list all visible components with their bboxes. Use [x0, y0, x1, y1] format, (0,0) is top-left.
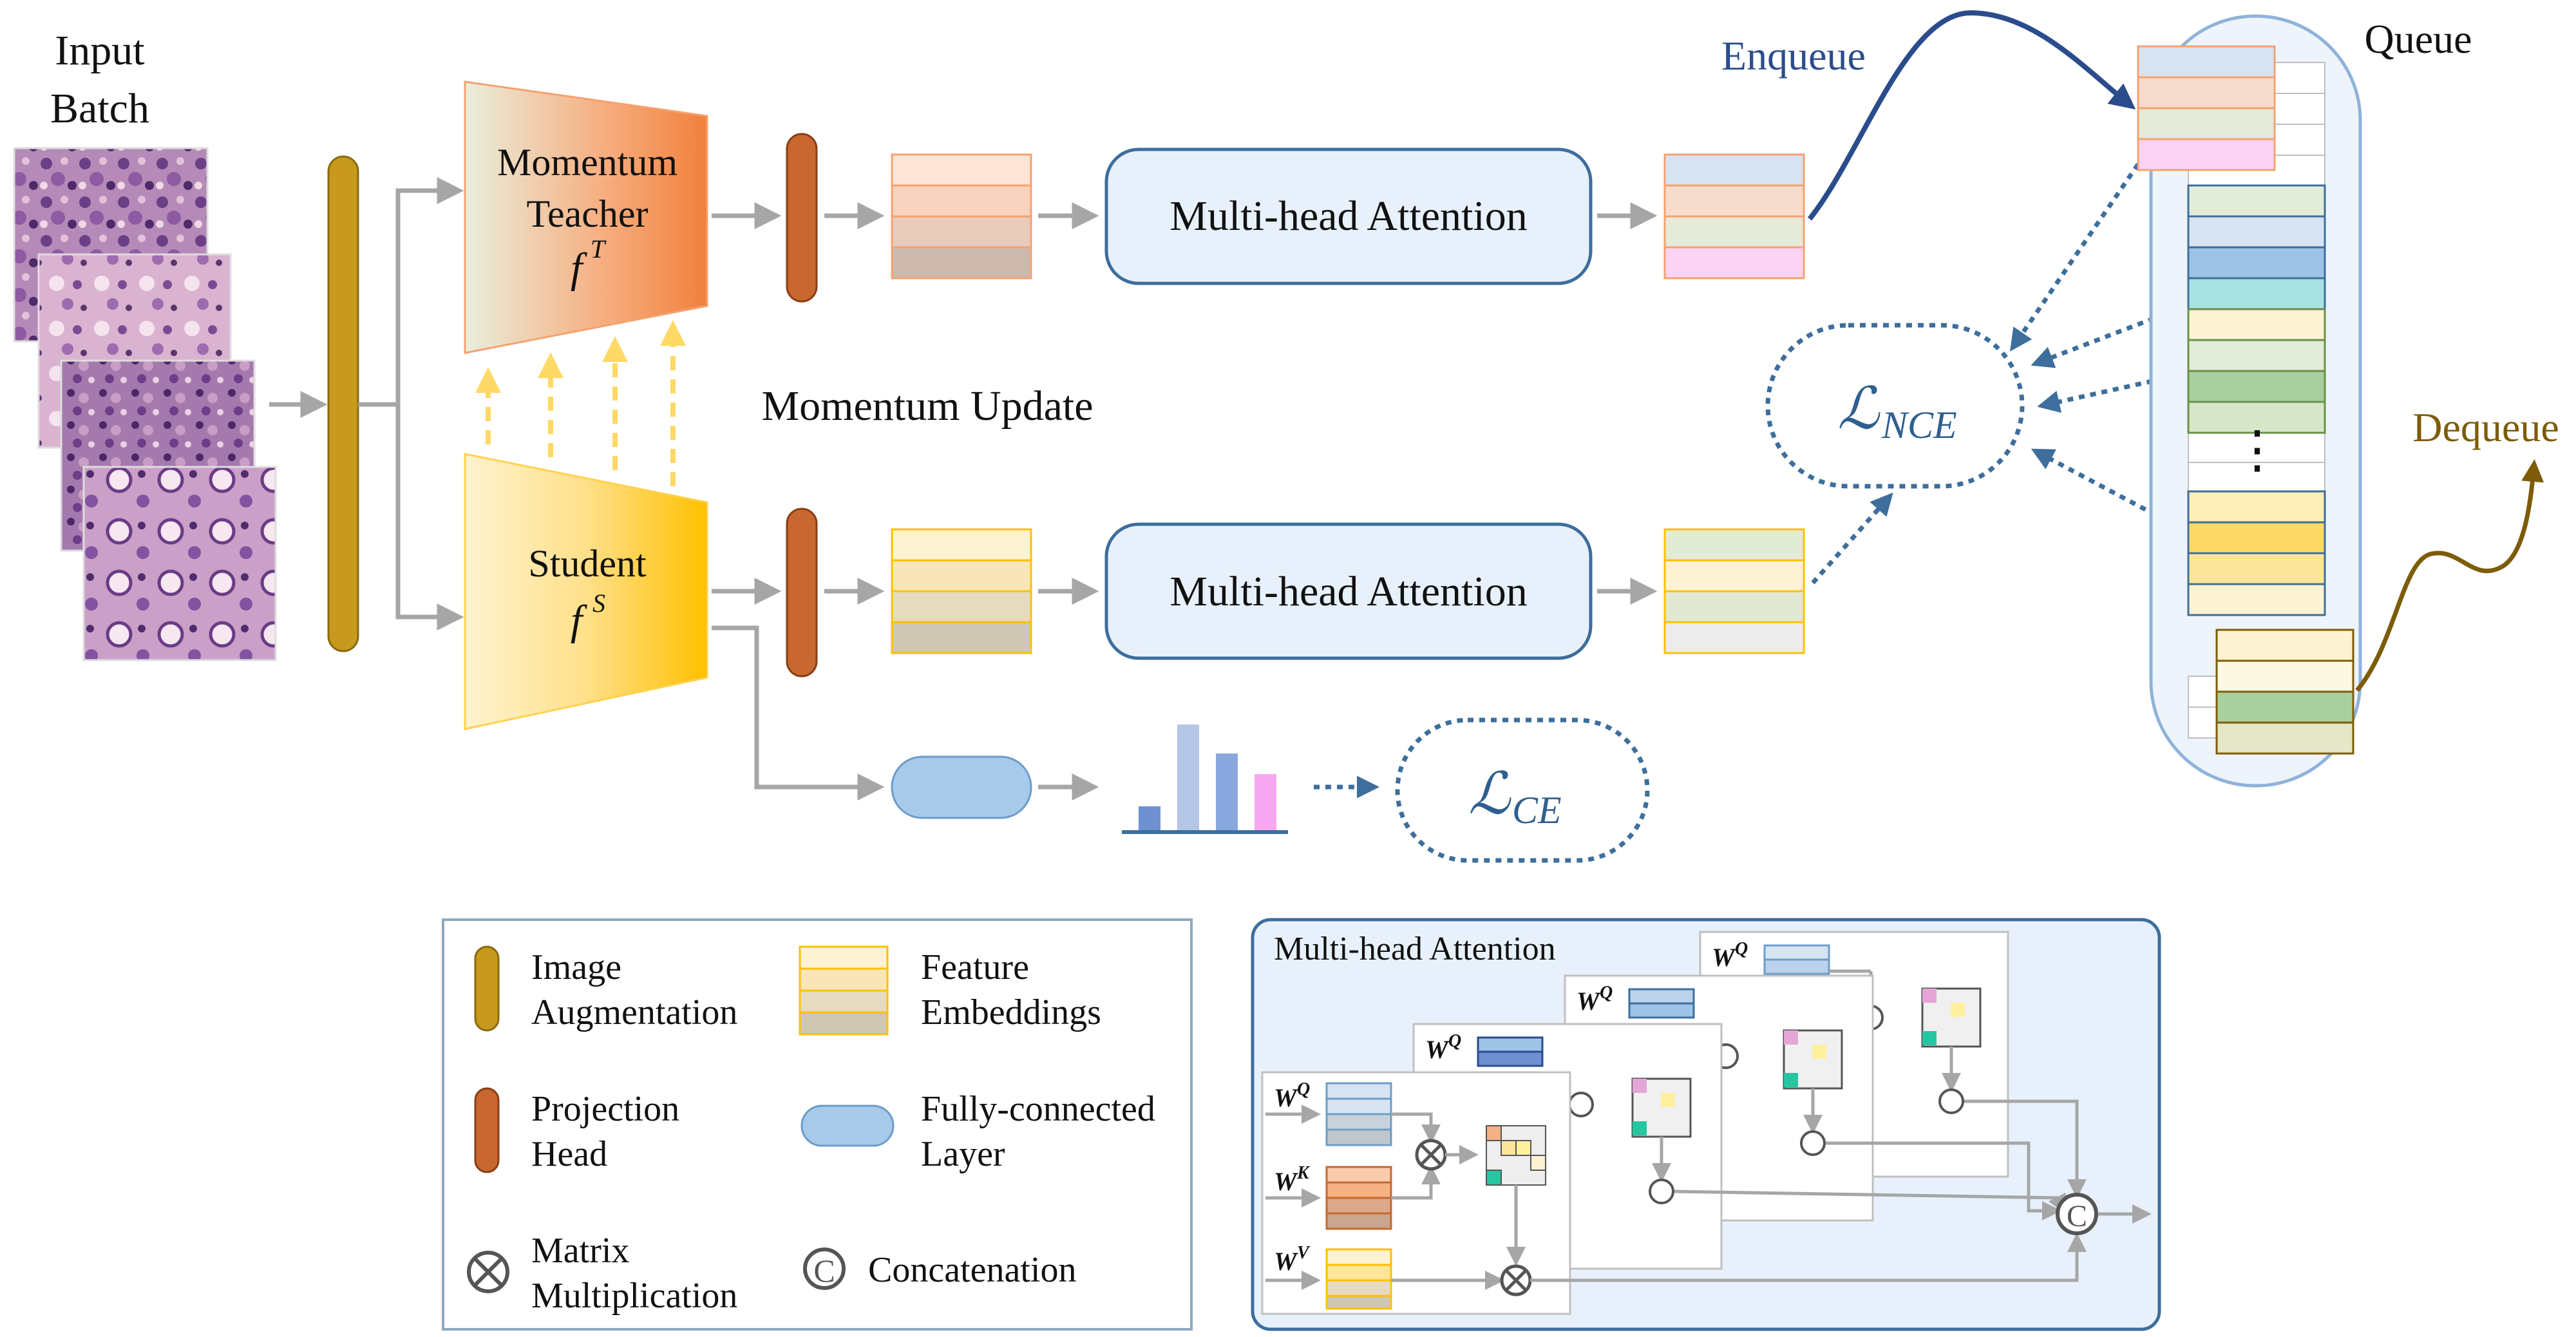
- mha-head4-to-concat: [1964, 1099, 2087, 1199]
- legend-feature-embeddings-icon: [799, 945, 889, 1036]
- mha-head1-to-concat: [1530, 1233, 2087, 1282]
- mha-wv-label: W: [1274, 1247, 1298, 1276]
- fully-connected-layer: [891, 755, 1032, 819]
- queue-entry-1: [2187, 184, 2326, 310]
- student-projection-head: [786, 507, 818, 678]
- teacher-feature-embeddings: [891, 153, 1032, 280]
- legend-projection-icon: [474, 1087, 500, 1173]
- input-batch-label-line2: Batch: [50, 85, 149, 132]
- student-encoder: [464, 453, 708, 730]
- teacher-projection-head: [786, 133, 818, 303]
- mha-wk-label: W: [1274, 1167, 1298, 1196]
- arrow-aug-to-student: [395, 404, 464, 631]
- tissue-image-4: [82, 466, 277, 661]
- dequeue-label: Dequeue: [2412, 404, 2559, 450]
- mha-concat-node: C: [2056, 1193, 2098, 1235]
- mha-head-1: W Q W K W V: [1261, 1071, 1571, 1315]
- legend-projection-line1: Projection: [531, 1089, 679, 1129]
- legend-concat-icon: C: [803, 1247, 846, 1290]
- legend-fc-line1: Fully-connected: [921, 1089, 1155, 1129]
- arrow-student-to-fc: [712, 625, 885, 801]
- arrow-student-to-nce: [1811, 492, 1893, 585]
- mha-qk-mult-icon: [1415, 1139, 1447, 1171]
- enqueue-label: Enqueue: [1721, 33, 1866, 79]
- logit-bar-1: [1139, 806, 1160, 832]
- input-image-stack: [13, 147, 277, 661]
- mha-block-bottom: [1104, 522, 1593, 660]
- mha-attention-matrix: [1486, 1125, 1546, 1186]
- momentum-update-label: Momentum Update: [761, 383, 1093, 430]
- loss-nce-subscript: NCE: [1881, 404, 1957, 446]
- legend-matrix-mult-icon: [467, 1251, 509, 1293]
- mha-head3-to-concat: [1826, 1141, 2061, 1220]
- legend-feature-line2: Embeddings: [921, 992, 1101, 1032]
- svg-text:Q: Q: [1448, 1031, 1461, 1051]
- legend-fc-icon: [800, 1105, 895, 1147]
- legend-projection-line2: Head: [531, 1134, 607, 1174]
- svg-text:W: W: [1425, 1035, 1450, 1064]
- student-symbol-sup: S: [592, 589, 605, 618]
- svg-text:Q: Q: [1735, 939, 1748, 959]
- legend-fc-line2: Layer: [921, 1134, 1005, 1174]
- arrow-aug-to-teacher: [358, 177, 464, 407]
- loss-nce-node: [1765, 323, 2025, 489]
- momentum-update-arrows: [475, 320, 686, 486]
- legend-matrix-line2: Multiplication: [531, 1276, 737, 1316]
- queue-slots: [2188, 62, 2325, 739]
- svg-text:Q: Q: [1600, 983, 1613, 1003]
- student-feature-embeddings: [891, 528, 1032, 654]
- mha-detail-title: Multi-head Attention: [1274, 931, 1556, 967]
- dequeue-arrow: [2355, 459, 2544, 692]
- teacher-symbol-sup: T: [591, 234, 607, 263]
- logit-bar-4: [1255, 774, 1276, 832]
- logit-bar-3: [1216, 754, 1238, 832]
- loss-nce-symbol: ℒ: [1837, 377, 1880, 441]
- mha-av-mult-icon: [1500, 1264, 1532, 1296]
- svg-text:W: W: [1712, 943, 1736, 972]
- teacher-output-embeddings: [1663, 153, 1805, 280]
- legend-matrix-line1: Matrix: [531, 1231, 629, 1271]
- legend-augmentation-line1: Image: [531, 947, 621, 987]
- student-output-embeddings: [1663, 528, 1805, 654]
- input-batch-label-line1: Input: [55, 27, 144, 74]
- loss-ce-node: [1395, 717, 1650, 863]
- student-label-line1: Student: [528, 542, 647, 585]
- loss-ce-symbol: ℒ: [1468, 763, 1511, 826]
- queue-entry-2: [2187, 308, 2326, 434]
- svg-text:K: K: [1296, 1163, 1311, 1183]
- teacher-label-line1: Momentum: [497, 141, 677, 184]
- svg-text:V: V: [1297, 1243, 1311, 1263]
- svg-text:C: C: [813, 1253, 835, 1289]
- svg-text:Q: Q: [1297, 1079, 1310, 1099]
- logit-bar-2: [1177, 725, 1199, 832]
- legend-augmentation-line2: Augmentation: [531, 992, 737, 1032]
- mha-block-top: [1104, 147, 1593, 285]
- loss-ce-subscript: CE: [1512, 789, 1562, 831]
- mha-wq-label: W: [1274, 1083, 1298, 1112]
- legend-concat-label: Concatenation: [868, 1250, 1076, 1290]
- mha-bottom-label: Multi-head Attention: [1170, 568, 1527, 615]
- queue-ellipsis: ⋮: [2231, 422, 2283, 479]
- queue-enqueued-entry: [2137, 45, 2276, 171]
- image-augmentation-bar: [327, 155, 359, 652]
- teacher-label-line2: Teacher: [527, 193, 649, 235]
- momentum-teacher-encoder: [464, 81, 708, 354]
- mha-top-label: Multi-head Attention: [1170, 193, 1527, 240]
- queue-label: Queue: [2364, 16, 2472, 62]
- legend-augmentation-icon: [474, 945, 500, 1032]
- queue-dequeued-entry: [2215, 629, 2354, 755]
- queue-entry-3: [2187, 490, 2326, 616]
- svg-text:C: C: [2067, 1199, 2087, 1233]
- svg-text:W: W: [1577, 987, 1601, 1016]
- enqueue-arrow: [1807, 10, 2136, 221]
- class-logits-bars: [1122, 725, 1288, 834]
- legend-feature-line1: Feature: [921, 947, 1029, 987]
